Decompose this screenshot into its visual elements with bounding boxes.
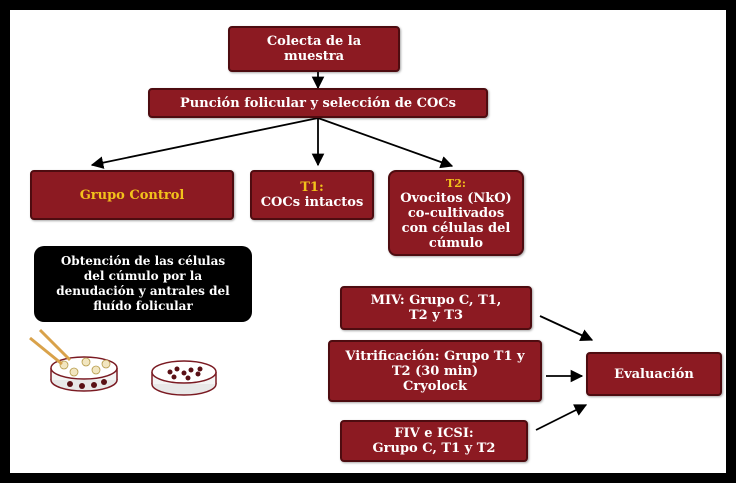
node-vitrificacion-line1: Vitrificación: Grupo T1 y	[345, 348, 525, 364]
arrow-puncion-to-t2	[317, 117, 454, 169]
node-fiv-icsi: FIV e ICSI: Grupo C, T1 y T2	[340, 420, 528, 462]
node-vitrificacion-line3: Cryolock	[403, 378, 467, 394]
arrow-puncion-to-control	[90, 117, 319, 169]
node-grupo-control: Grupo Control	[30, 170, 234, 220]
node-puncion-folicular: Punción folicular y selección de COCs	[148, 88, 488, 118]
node-vitrificacion-line2: T2 (30 min)	[391, 363, 479, 379]
node-t2-title: T2:	[446, 176, 466, 190]
node-t1-title: T1:	[300, 180, 324, 195]
node-t1-line1: COCs intactos	[260, 195, 364, 210]
node-miv-line2: T2 y T3	[408, 308, 464, 323]
node-t2-line2: co-cultivados	[407, 205, 505, 221]
node-puncion-label: Punción folicular y selección de COCs	[180, 95, 456, 111]
node-t2-line3: con células del	[401, 220, 511, 236]
node-colecta-line2: muestra	[283, 49, 345, 64]
node-t2-line1: Ovocitos (NkO)	[400, 190, 512, 206]
node-t1: T1: COCs intactos	[250, 170, 374, 220]
node-miv-line1: MIV: Grupo C, T1,	[370, 293, 502, 308]
note-obtencion-line3: denudación y antrales del	[56, 284, 230, 298]
node-grupo-control-label: Grupo Control	[79, 187, 185, 203]
arrow-fiv-to-evaluacion	[535, 404, 588, 431]
node-t2: T2: Ovocitos (NkO) co-cultivados con cél…	[388, 170, 524, 256]
note-obtencion-line1: Obtención de las células	[60, 254, 226, 268]
node-fiv-line1: FIV e ICSI:	[394, 426, 474, 441]
node-miv: MIV: Grupo C, T1, T2 y T3	[340, 286, 532, 330]
note-obtencion-celulas: Obtención de las células del cúmulo por …	[34, 246, 252, 322]
node-colecta-line1: Colecta de la	[266, 34, 362, 49]
petri-dish-icon	[151, 360, 217, 396]
node-evaluacion: Evaluación	[586, 352, 722, 396]
node-t2-line4: cúmulo	[428, 235, 484, 251]
node-colecta-muestra: Colecta de la muestra	[228, 26, 400, 72]
petri-dish-with-pipette-icon	[29, 328, 118, 392]
node-evaluacion-label: Evaluación	[614, 366, 694, 382]
node-fiv-line2: Grupo C, T1 y T2	[372, 441, 496, 456]
note-obtencion-line4: fluído folicular	[93, 299, 193, 313]
arrow-miv-to-evaluacion	[539, 315, 594, 341]
note-obtencion-line2: del cúmulo por la	[83, 269, 203, 283]
node-vitrificacion: Vitrificación: Grupo T1 y T2 (30 min) Cr…	[328, 340, 542, 402]
